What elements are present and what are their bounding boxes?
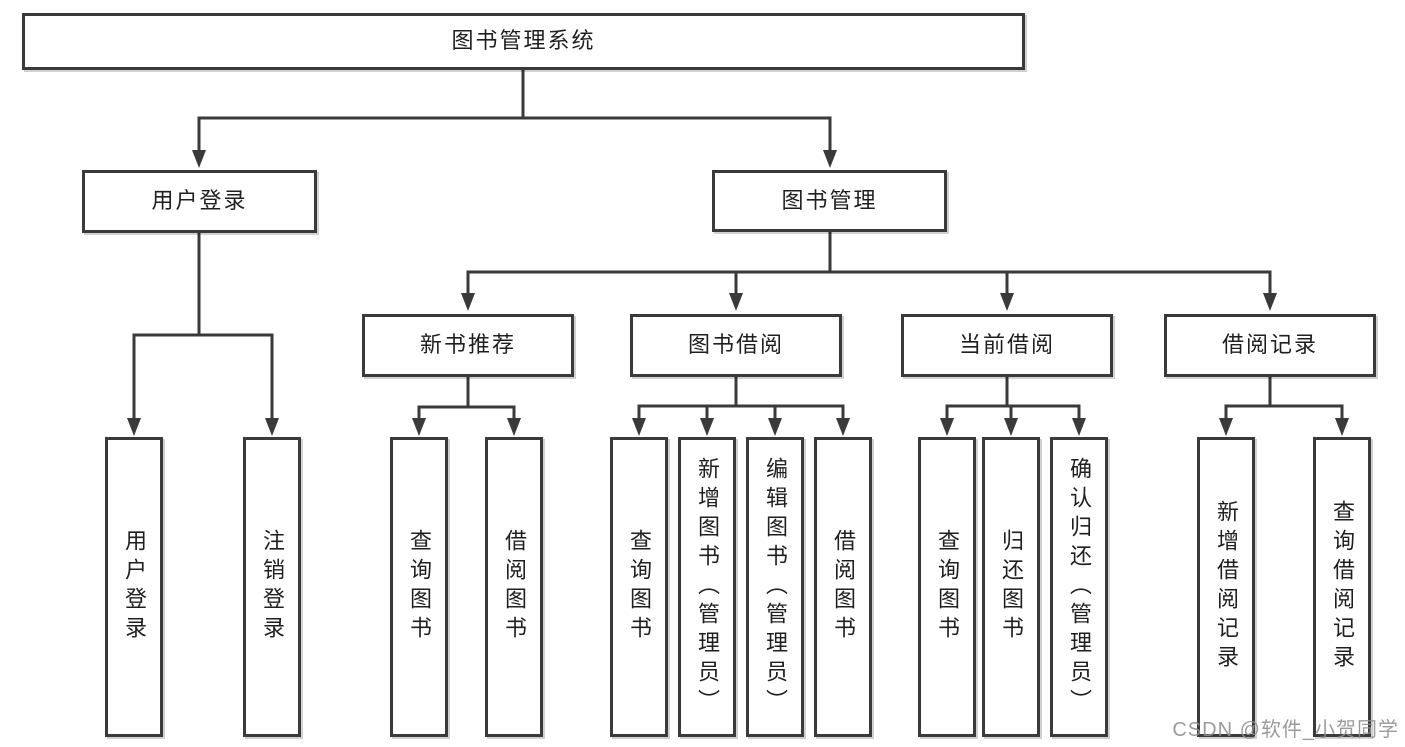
leaf-current-query-books: 查询图书 — [918, 437, 976, 737]
leaf-records-query-borrow-record: 查询借阅记录 — [1313, 437, 1371, 737]
node-book-management: 图书管理 — [712, 170, 947, 232]
node-borrow-records: 借阅记录 — [1164, 314, 1376, 377]
node-user-login: 用户登录 — [82, 170, 317, 233]
leaf-borrowing-borrow-books: 借阅图书 — [814, 437, 872, 737]
csdn-watermark: CSDN @软件_小贺同学 — [1172, 719, 1399, 741]
leaf-current-confirm-return-admin: 确认归还（管理员） — [1050, 437, 1108, 737]
leaf-newbook-borrow-books: 借阅图书 — [485, 437, 543, 737]
node-root-library-system: 图书管理系统 — [22, 13, 1025, 70]
leaf-borrowing-query-books: 查询图书 — [610, 437, 668, 737]
leaf-borrowing-add-books-admin: 新增图书（管理员） — [678, 437, 736, 737]
leaf-newbook-query-books: 查询图书 — [390, 437, 448, 737]
leaf-current-return-books: 归还图书 — [982, 437, 1040, 737]
leaf-borrowing-edit-books-admin: 编辑图书（管理员） — [746, 437, 804, 737]
leaf-logout-login: 注销登录 — [243, 437, 301, 737]
node-new-book-recommend: 新书推荐 — [362, 314, 574, 377]
node-book-borrowing: 图书借阅 — [630, 314, 842, 377]
node-current-borrowing: 当前借阅 — [901, 314, 1113, 377]
leaf-user-login: 用户登录 — [105, 437, 163, 737]
leaf-records-add-borrow-record: 新增借阅记录 — [1197, 437, 1255, 737]
